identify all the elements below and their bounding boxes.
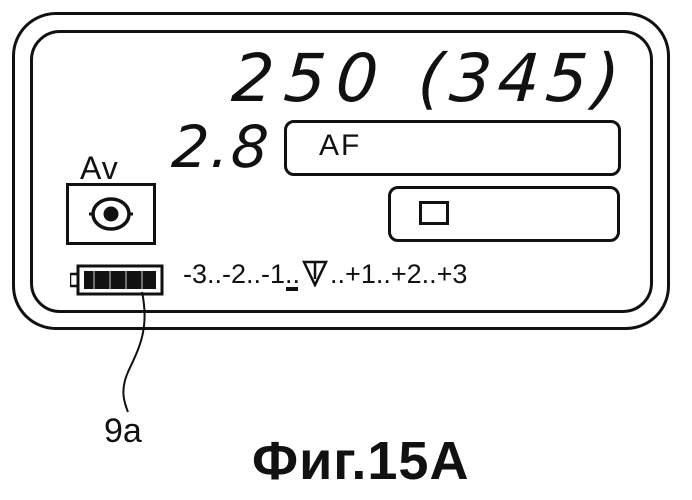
focus-mode-box: AF <box>284 120 621 176</box>
spot-metering-icon <box>89 195 133 233</box>
scale-center-mark-icon <box>302 259 328 287</box>
exposure-compensation-scale: -3..-2..-1.. ..+1..+2..+3 <box>183 259 467 290</box>
exposure-mode-label: Av <box>80 150 119 187</box>
remaining-count-display: (345) <box>416 46 628 112</box>
single-frame-icon <box>419 201 449 225</box>
scale-cursor: .. <box>285 259 300 290</box>
scale-minus-values: -3..-2..-1 <box>183 259 285 290</box>
metering-mode-box <box>66 183 156 245</box>
scale-plus-values: ..+1..+2..+3 <box>330 259 467 290</box>
scale-pointer-icon <box>285 286 299 292</box>
shot-count-display: 250 <box>230 46 391 112</box>
battery-icon <box>70 262 166 298</box>
aperture-display: 2.8 <box>170 118 272 176</box>
focus-mode-label: AF <box>319 129 361 163</box>
drive-mode-box <box>388 186 620 242</box>
figure-caption: Фиг.15А <box>252 430 469 492</box>
reference-label: 9a <box>104 412 142 451</box>
